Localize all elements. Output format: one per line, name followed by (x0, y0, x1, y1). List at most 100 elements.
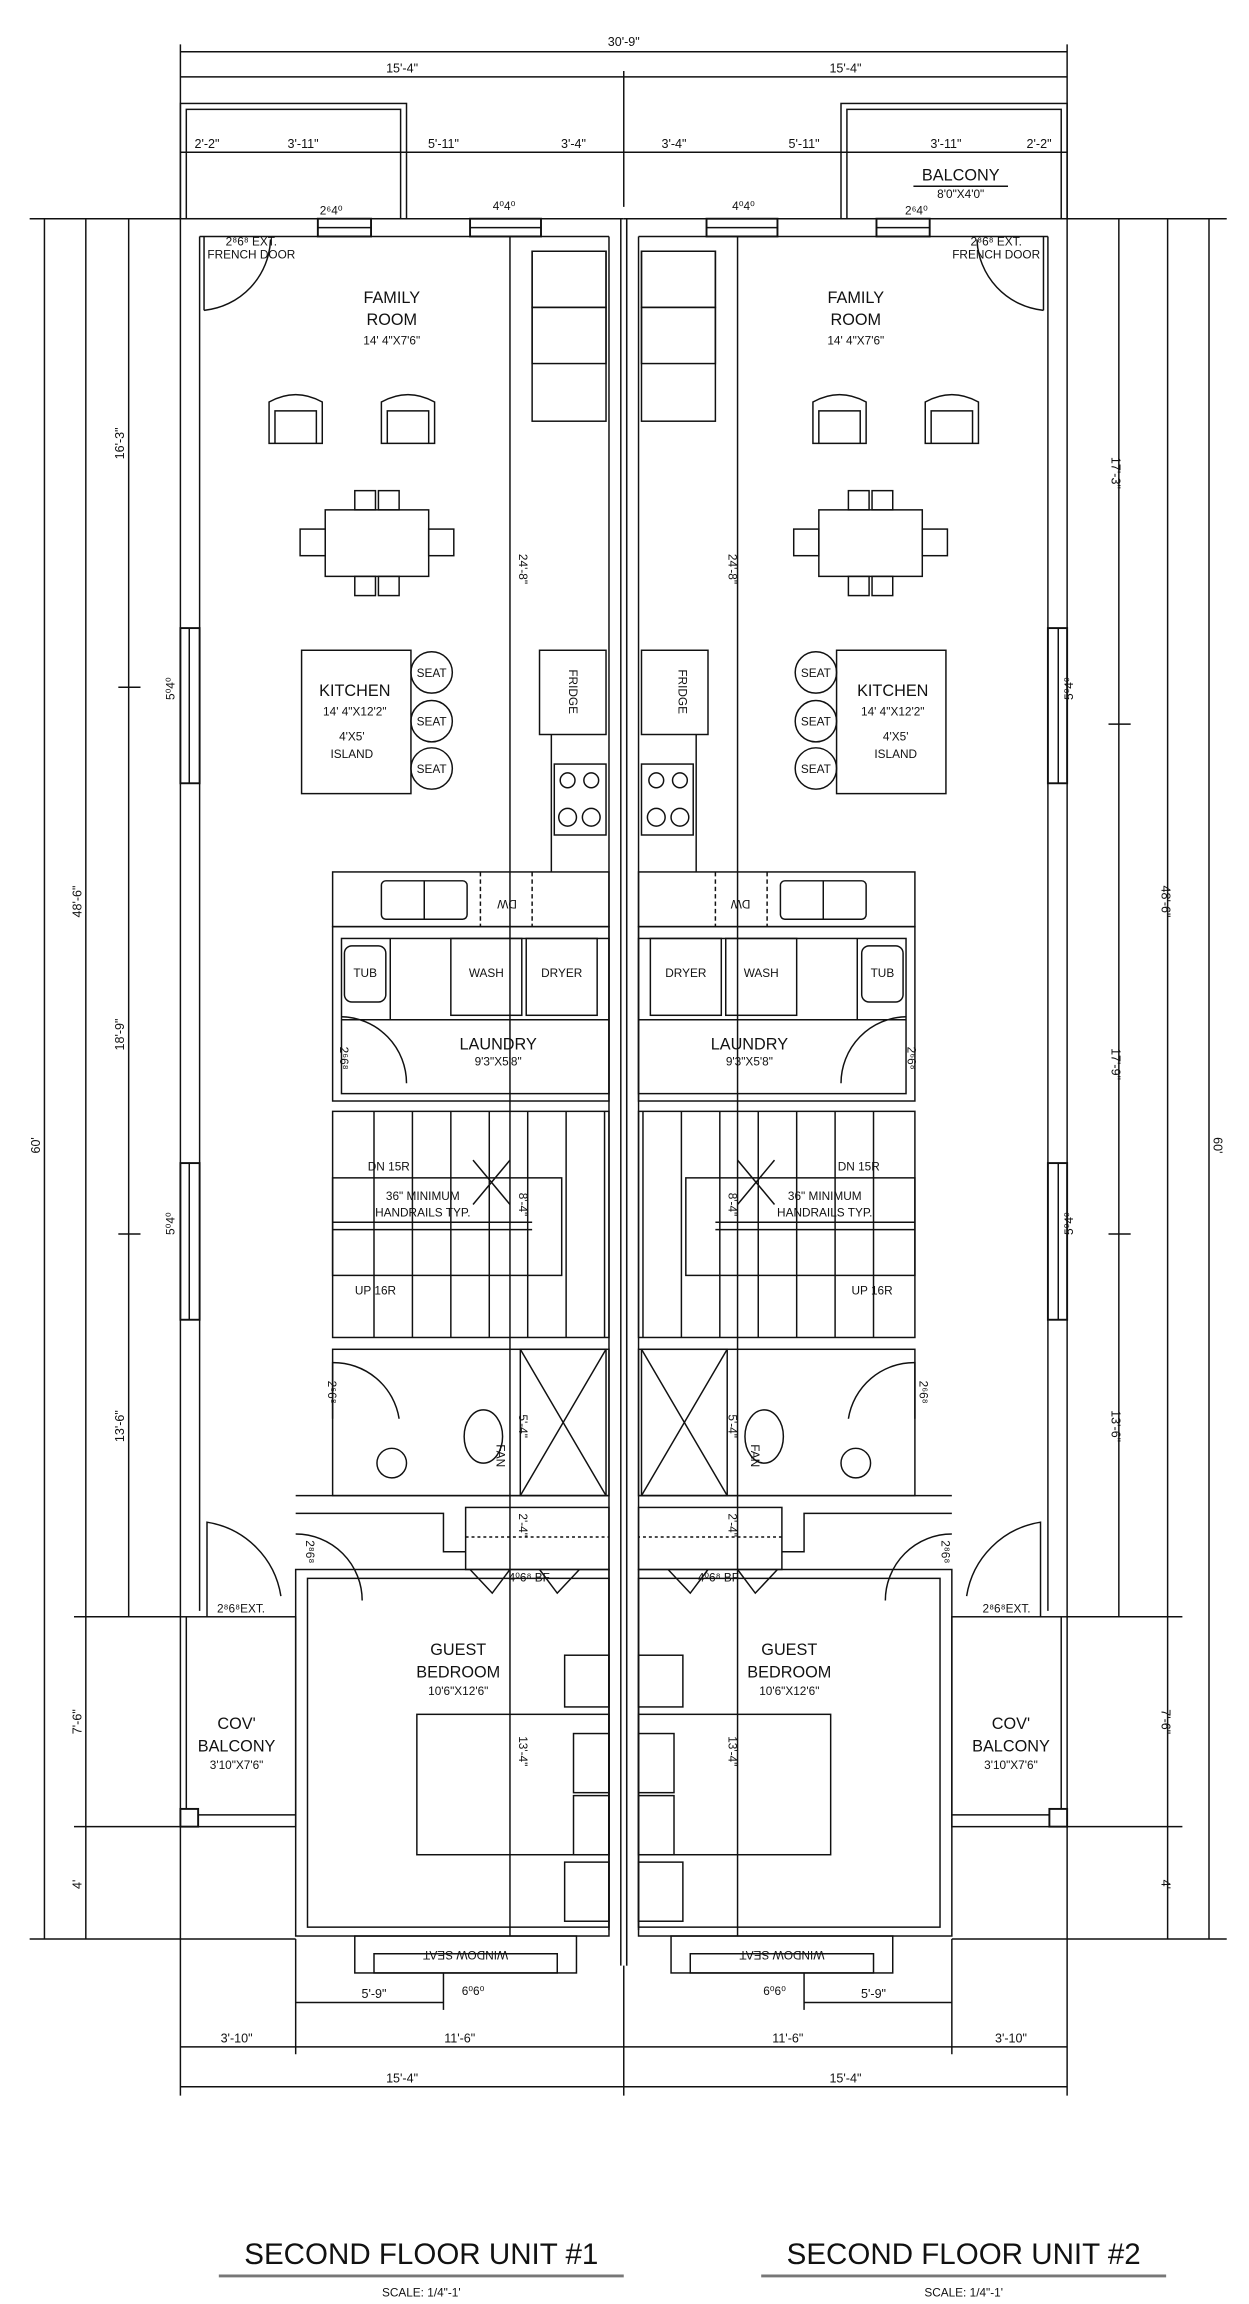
door-label: 2⁶6⁸ (325, 1381, 339, 1404)
half-width-dim: 15'-4" (829, 61, 861, 75)
room-size: 14' 4"X12'2" (861, 704, 924, 718)
left-dim: 4' (70, 1880, 84, 1889)
tub-label: TUB (871, 966, 895, 980)
top-dim: 2'-2" (1027, 137, 1052, 151)
room-size: 14' 4"X7'6" (363, 333, 420, 347)
seat-label: SEAT (417, 666, 447, 680)
bottom-dim: 3'-10" (221, 2031, 253, 2045)
scale-label: SCALE: 1/4"-1' (924, 2286, 1003, 2300)
vertical-dim: 5'-4" (516, 1414, 530, 1438)
handrail-note: 36" MINIMUM (788, 1189, 862, 1203)
tub-label: TUB (353, 966, 377, 980)
french-door-label: FRENCH DOOR (952, 248, 1040, 262)
room-name: KITCHEN (319, 682, 390, 700)
top-dim: 3'-11" (930, 137, 961, 151)
left-dim: 13'-6" (113, 1410, 127, 1442)
door-label: 2⁶6⁸ (916, 1381, 930, 1404)
room-name: COV' (992, 1715, 1030, 1733)
half-width-dim: 15'-4" (386, 61, 418, 75)
right-overall-dim: 60' (1210, 1137, 1224, 1153)
vertical-dim: 13'-4" (726, 1736, 740, 1766)
closet-door-label: 4⁰6⁸ BF (698, 1570, 739, 1584)
door-label: 2⁸6⁸ (939, 1540, 953, 1563)
left-main-dim: 48'-6" (70, 886, 84, 918)
door-label: 2⁶6⁸ (905, 1047, 919, 1070)
room-size: 9'3"X5'8" (726, 1055, 773, 1069)
seat-label: SEAT (417, 762, 447, 776)
left-overall-dim: 60' (29, 1137, 43, 1153)
top-dim: 3'-4" (561, 137, 586, 151)
side-window-label: 5⁰4⁰ (163, 1212, 177, 1235)
island-label: 4'X5' (339, 729, 365, 743)
bottom-dim: 15'-4" (829, 2071, 861, 2085)
vertical-dim: 24'-8" (726, 554, 740, 584)
wash-label: WASH (744, 966, 779, 980)
window-label: 4⁰4⁰ (732, 199, 755, 213)
stairs-down: DN 15R (368, 1159, 410, 1173)
ext-door-label: 2⁸6⁸EXT. (982, 1601, 1030, 1615)
french-door-label: 2⁸6⁸ EXT. (226, 234, 277, 248)
handrail-note: HANDRAILS TYP. (777, 1205, 872, 1219)
room-name: ROOM (831, 311, 882, 329)
window-label: 2⁶4⁰ (320, 203, 343, 217)
fridge-label: FRIDGE (566, 669, 580, 714)
wash-label: WASH (469, 966, 504, 980)
top-dim: 3'-4" (662, 137, 687, 151)
window-label: 4⁰4⁰ (493, 199, 516, 213)
right-dim: 4' (1159, 1880, 1173, 1889)
balcony-label: BALCONY (922, 166, 1000, 184)
vertical-dim: 24'-8" (516, 554, 530, 584)
window-label: 6⁰6⁰ (763, 1984, 786, 1998)
vertical-dim: 8'-4" (726, 1193, 740, 1217)
room-name: GUEST (430, 1641, 486, 1659)
dishwasher-label: DW (496, 897, 517, 911)
room-size: 3'10"X7'6" (210, 1758, 264, 1772)
room-name: BEDROOM (747, 1663, 831, 1681)
bottom-dim: 11'-6" (772, 2031, 803, 2045)
room-name: GUEST (761, 1641, 817, 1659)
dishwasher-label: DW (730, 897, 751, 911)
vertical-dim: 13'-4" (516, 1736, 530, 1766)
seat-label: SEAT (801, 715, 831, 729)
island-label: ISLAND (874, 747, 917, 761)
seat-label: SEAT (801, 666, 831, 680)
drawing-title: SECOND FLOOR UNIT #1 (244, 2238, 598, 2271)
top-dim: 5'-11" (789, 137, 820, 151)
stairs-up: UP 16R (355, 1284, 396, 1298)
left-dim: 7'-6" (70, 1709, 84, 1734)
room-name: BALCONY (198, 1737, 276, 1755)
fan-label: FAN (748, 1444, 762, 1467)
right-dim: 17'-9" (1108, 1048, 1122, 1080)
handrail-note: 36" MINIMUM (386, 1189, 460, 1203)
right-dim: 13'-6" (1108, 1410, 1122, 1442)
drawing-title: SECOND FLOOR UNIT #2 (787, 2238, 1141, 2271)
handrail-note: HANDRAILS TYP. (375, 1205, 470, 1219)
room-name: KITCHEN (857, 682, 928, 700)
room-size: 14' 4"X7'6" (827, 333, 884, 347)
top-dim: 3'-11" (288, 137, 319, 151)
overall-width-dim: 30'-9" (608, 35, 640, 49)
room-size: 14' 4"X12'2" (323, 704, 386, 718)
vertical-dim: 2'-4" (726, 1513, 740, 1537)
room-size: 10'6"X12'6" (759, 1684, 819, 1698)
right-dim: 7'-6" (1159, 1709, 1173, 1734)
bottom-dim: 3'-10" (995, 2031, 1027, 2045)
left-dim: 16'-3" (113, 427, 127, 459)
window-label: 6⁰6⁰ (462, 1984, 485, 1998)
dryer-label: DRYER (665, 966, 706, 980)
french-door-label: 2⁸6⁸ EXT. (971, 234, 1022, 248)
room-size: 9'3"X5'8" (475, 1055, 522, 1069)
bottom-dim: 11'-6" (444, 2031, 475, 2045)
window-seat-label: WINDOW SEAT (739, 1948, 824, 1962)
dimension-lines (29, 44, 1227, 2096)
right-main-dim: 48'-6" (1159, 886, 1173, 918)
room-name: BEDROOM (416, 1663, 500, 1681)
closet-door-label: 4⁰6⁸ BF (509, 1570, 550, 1584)
room-name: BALCONY (972, 1737, 1050, 1755)
stairs-up: UP 16R (851, 1284, 892, 1298)
room-name: FAMILY (363, 289, 420, 307)
side-window-label: 5⁰4⁰ (1062, 677, 1076, 700)
top-dim: 2'-2" (195, 137, 220, 151)
bottom-dim: 15'-4" (386, 2071, 418, 2085)
